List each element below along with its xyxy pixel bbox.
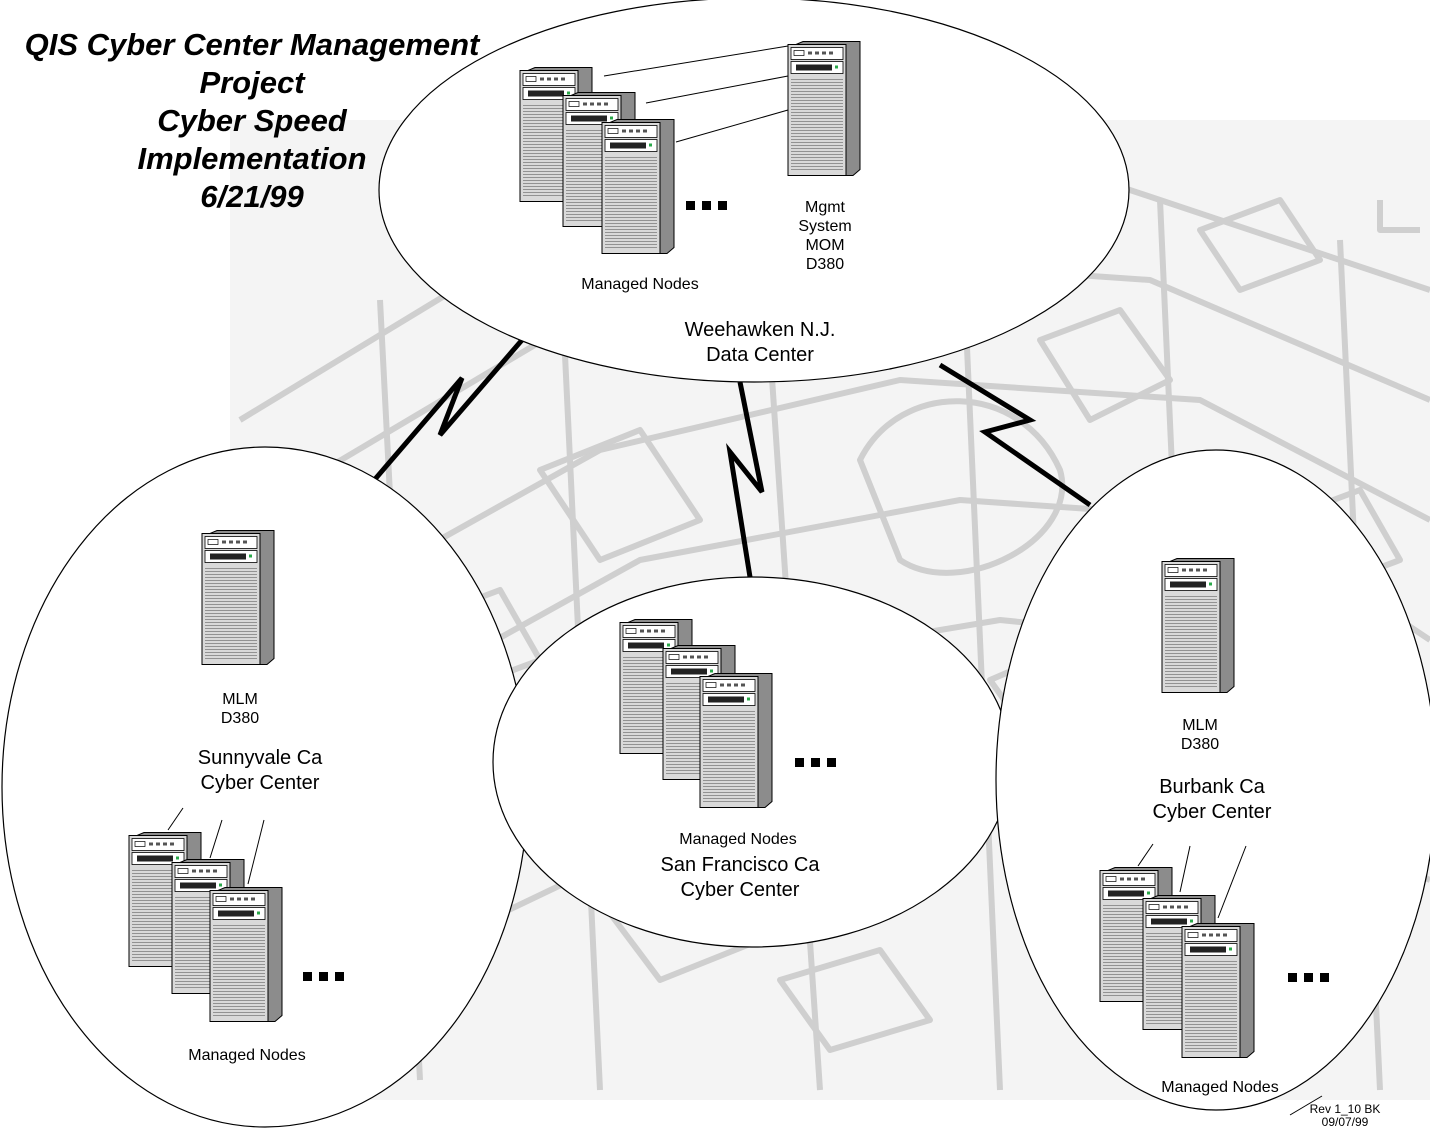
diagram-title: QIS Cyber Center Management Project Cybe… <box>0 26 512 216</box>
burbank-server-label: MLM D380 <box>1150 716 1250 754</box>
sunnyvale-server-line-1: MLM <box>222 691 258 708</box>
burbank-server-line-1: MLM <box>1182 717 1218 734</box>
mgmt-system-label: Mgmt System MOM D380 <box>770 198 880 274</box>
weehawken-managed-nodes <box>519 66 727 255</box>
mgmt-server-icon <box>787 40 861 177</box>
mlm-server-icon <box>1161 557 1235 694</box>
sanfrancisco-managed-nodes <box>619 618 836 809</box>
server-tower-icon <box>699 672 773 809</box>
sunnyvale-nodes-label: Managed Nodes <box>188 1047 306 1064</box>
mgmt-line-4: D380 <box>805 256 845 273</box>
mgmt-line-2: System <box>798 218 852 235</box>
wan-links <box>368 338 1092 578</box>
burbank-site-line-2: Cyber Center <box>1152 801 1272 823</box>
title-line-2: Project <box>199 65 305 100</box>
revision-line-2: 09/07/99 <box>1321 1115 1369 1129</box>
link-weehawken-sunnyvale <box>368 338 524 487</box>
burbank-server-line-2: D380 <box>1180 736 1220 753</box>
burbank-site-label: Burbank Ca Cyber Center <box>1112 775 1312 825</box>
revision-line-1: Rev 1_10 BK <box>1309 1102 1381 1116</box>
weehawken-nodes-label: Managed Nodes <box>581 276 699 293</box>
ellipsis-icon <box>795 758 836 767</box>
sanfrancisco-site-label: San Francisco Ca Cyber Center <box>610 853 870 903</box>
title-line-3: Cyber Speed <box>157 103 347 138</box>
burbank-managed-nodes <box>1099 843 1329 1059</box>
sanfrancisco-nodes-label: Managed Nodes <box>679 831 797 848</box>
mlm-server-icon <box>201 529 275 666</box>
weehawken-site-label: Weehawken N.J. Data Center <box>660 318 860 368</box>
server-tower-icon <box>601 118 675 255</box>
sunnyvale-site-line-1: Sunnyvale Ca <box>197 747 323 769</box>
sunnyvale-site-label: Sunnyvale Ca Cyber Center <box>160 746 360 796</box>
server-tower-icon <box>1181 922 1255 1059</box>
sunnyvale-managed-nodes <box>128 807 344 1023</box>
server-tower-icon <box>209 886 283 1023</box>
title-line-5: 6/21/99 <box>200 179 304 214</box>
burbank-site-line-1: Burbank Ca <box>1159 776 1265 798</box>
ellipsis-icon <box>303 972 344 981</box>
title-line-4: Implementation <box>137 141 367 176</box>
weehawken-mgmt-links <box>603 45 789 143</box>
ellipsis-icon <box>1288 973 1329 982</box>
title-line-1: QIS Cyber Center Management <box>24 27 480 62</box>
burbank-nodes-label: Managed Nodes <box>1161 1079 1279 1096</box>
sunnyvale-server-line-2: D380 <box>220 710 260 727</box>
mgmt-line-3: MOM <box>805 237 845 254</box>
sanfrancisco-site-line-2: Cyber Center <box>680 879 800 901</box>
sunnyvale-site-line-2: Cyber Center <box>200 772 320 794</box>
weehawken-site-line-1: Weehawken N.J. <box>684 319 836 341</box>
ellipsis-icon <box>686 201 727 210</box>
sanfrancisco-site-line-1: San Francisco Ca <box>660 854 820 876</box>
sunnyvale-server-label: MLM D380 <box>190 690 290 728</box>
mgmt-line-1: Mgmt <box>805 199 845 216</box>
weehawken-site-line-2: Data Center <box>706 344 814 366</box>
link-weehawken-sanfrancisco <box>726 381 765 578</box>
revision-leader <box>1289 1095 1323 1116</box>
link-weehawken-burbank <box>938 362 1092 508</box>
revision-note: Rev 1_10 BK 09/07/99 <box>1290 1103 1400 1129</box>
